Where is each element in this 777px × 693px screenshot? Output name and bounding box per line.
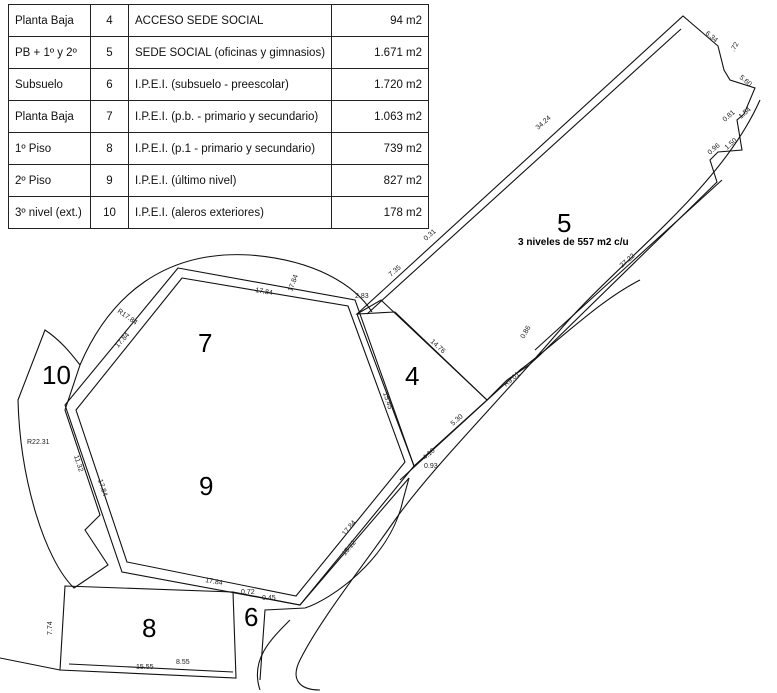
- dim-label: 0.86: [520, 325, 533, 340]
- zone-number-cell: 9: [90, 164, 129, 197]
- dim-label: R22.31: [27, 439, 50, 446]
- site-line-left: [0, 657, 61, 671]
- dim-label: 15.55: [136, 664, 154, 671]
- dim-label: 15.12: [341, 539, 358, 557]
- description-cell: I.P.E.I. (p.1 - primario y secundario): [127, 132, 333, 165]
- description-cell: SEDE SOCIAL (oficinas y gimnasios): [127, 36, 333, 69]
- level-cell: Planta Baja: [8, 4, 91, 37]
- dim-label: .72: [730, 41, 741, 53]
- area-cell: 94 m2: [331, 4, 430, 37]
- zone-number-cell: 10: [90, 196, 129, 229]
- level-cell: 3º nivel (ext.): [8, 196, 91, 229]
- zone-8-outline: [59, 585, 237, 679]
- zone-6-outline: [232, 477, 410, 681]
- dim-label: 11.32: [72, 454, 84, 472]
- dim-label: 7.74: [47, 621, 54, 635]
- dim-label: 7.35: [388, 264, 403, 278]
- zone-number-cell: 8: [90, 132, 129, 165]
- zone-label-9: 9: [199, 471, 213, 501]
- area-cell: 827 m2: [331, 164, 430, 197]
- area-cell: 1.671 m2: [331, 36, 430, 69]
- area-cell: 1.720 m2: [331, 68, 430, 101]
- dim-label: 5.30: [450, 413, 465, 427]
- description-cell: I.P.E.I. (último nivel): [127, 164, 333, 197]
- dim-label: 17.84: [205, 577, 224, 587]
- area-cell: 178 m2: [331, 196, 430, 229]
- dim-label: 0.72: [241, 589, 255, 596]
- level-cell: 2º Piso: [8, 164, 91, 197]
- dim-label: 0.96: [707, 142, 722, 156]
- level-cell: PB + 1º y 2º: [8, 36, 91, 69]
- hexagon-inner: [75, 277, 406, 597]
- dim-label: 17.84: [114, 332, 131, 350]
- zone-label-8: 8: [142, 613, 156, 643]
- dim-label: R9.01: [503, 371, 522, 389]
- description-cell: I.P.E.I. (aleros exteriores): [127, 196, 333, 229]
- description-cell: I.P.E.I. (subsuelo - preescolar): [127, 68, 333, 101]
- area-cell: 1.063 m2: [331, 100, 430, 133]
- description-cell: I.P.E.I. (p.b. - primario y secundario): [127, 100, 333, 133]
- zone-label-4: 4: [405, 361, 419, 391]
- zone-label-7: 7: [198, 328, 212, 358]
- zone-number-cell: 6: [90, 68, 129, 101]
- level-cell: Planta Baja: [8, 100, 91, 133]
- zone-number-cell: 4: [90, 4, 129, 37]
- dim-label: 2.83: [355, 293, 369, 300]
- dim-label: 34.24: [535, 115, 553, 132]
- zone-label-6: 6: [244, 602, 258, 632]
- zone-10-outline: [17, 329, 109, 589]
- zone-5-note: 3 niveles de 557 m2 c/u: [518, 237, 629, 248]
- dim-label: 4.10: [422, 447, 437, 461]
- area-cell: 739 m2: [331, 132, 430, 165]
- zone-label-10: 10: [42, 360, 71, 390]
- hexagon-outer: [64, 267, 415, 606]
- dim-label: 17.84: [341, 519, 358, 537]
- dim-label: 0.45: [262, 595, 276, 602]
- dim-label: 0.81: [722, 109, 737, 123]
- site-boundary-lower: [256, 619, 291, 691]
- dim-label: 27.22: [619, 253, 637, 270]
- zone-8-inner: [68, 663, 234, 673]
- dim-label: 17.84: [96, 478, 108, 497]
- dim-label: 0.93: [424, 463, 438, 470]
- level-cell: Subsuelo: [8, 68, 91, 101]
- dim-label: R17.84: [116, 308, 139, 327]
- zone-label-5: 5: [557, 208, 571, 238]
- dim-label: 17.84: [255, 287, 274, 297]
- dim-label: 8.55: [176, 659, 190, 666]
- site-boundary-right: [295, 99, 761, 691]
- dim-label: 6.34: [704, 30, 719, 44]
- description-cell: ACCESO SEDE SOCIAL: [127, 4, 333, 37]
- building-5-inner-wall: [366, 28, 723, 351]
- level-cell: 1º Piso: [8, 132, 91, 165]
- zone-number-cell: 5: [90, 36, 129, 69]
- zone-number-cell: 7: [90, 100, 129, 133]
- dim-label: 0.31: [423, 228, 438, 242]
- zone-10-circle: [79, 254, 373, 366]
